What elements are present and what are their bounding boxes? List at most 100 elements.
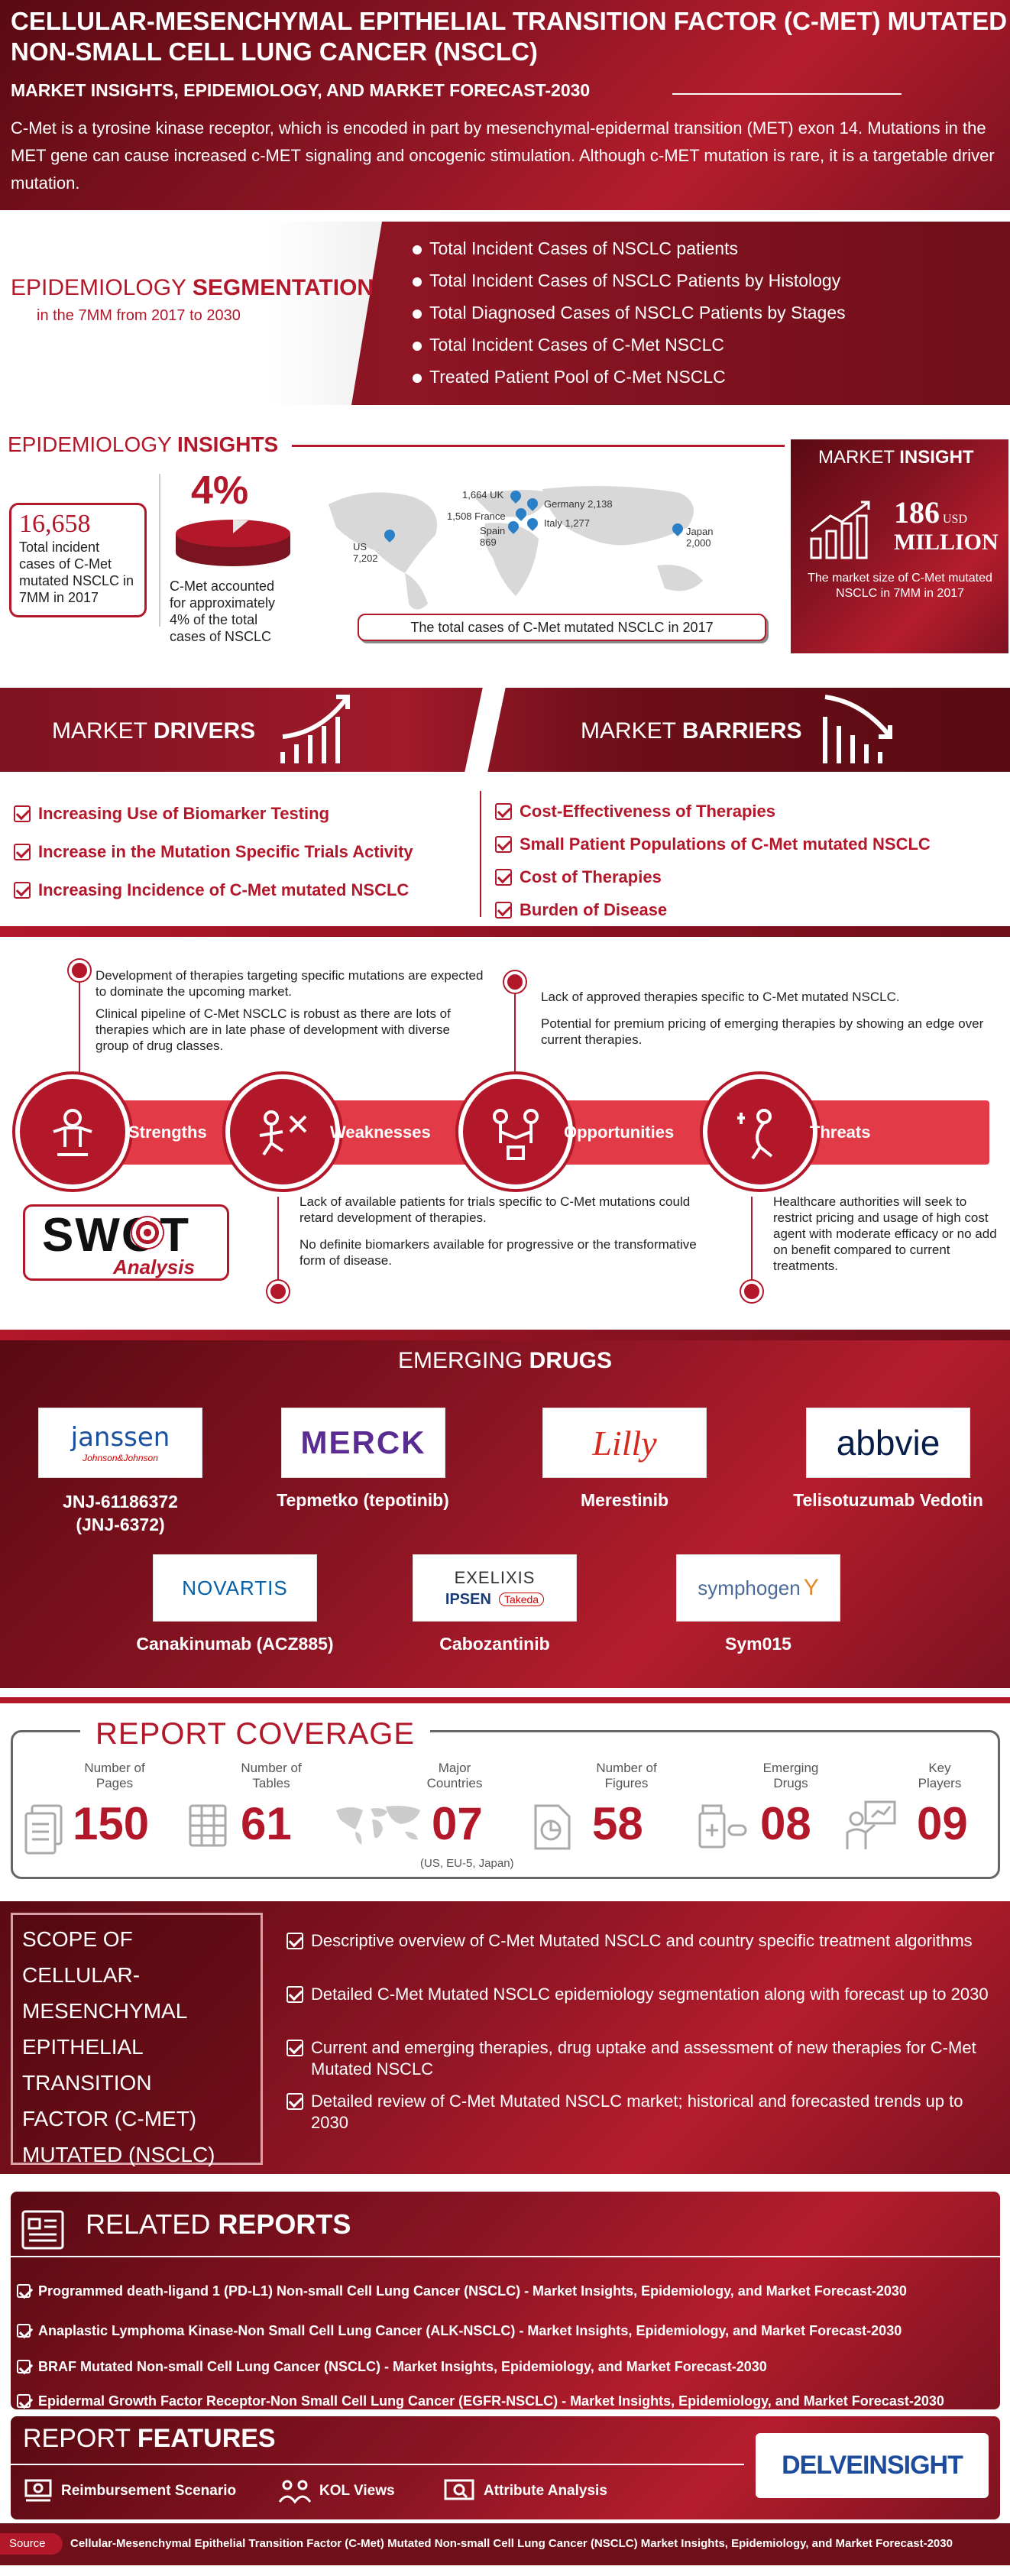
checkbox-icon bbox=[495, 901, 512, 919]
symphogen-logo: symphogen Y bbox=[676, 1554, 840, 1622]
related-report-link[interactable]: Anaplastic Lymphoma Kinase-Non Small Cel… bbox=[17, 2311, 999, 2351]
checkbox-icon bbox=[17, 2394, 31, 2408]
bullet-icon bbox=[413, 245, 422, 254]
bullet-icon bbox=[413, 309, 422, 319]
opportunities-circle bbox=[458, 1074, 573, 1189]
checkbox-icon bbox=[14, 882, 31, 899]
scope-list: Descriptive overview of C-Met Mutated NS… bbox=[286, 1930, 997, 2144]
segmentation-item: Total Incident Cases of NSCLC Patients b… bbox=[413, 271, 846, 303]
related-icon bbox=[20, 2208, 66, 2255]
delveinsight-logo[interactable]: DELVEINSIGHT bbox=[756, 2433, 989, 2498]
page-title: CELLULAR-MESENCHYMAL EPITHELIAL TRANSITI… bbox=[11, 6, 1007, 67]
checkbox-icon bbox=[14, 805, 31, 822]
page-subtitle: MARKET INSIGHTS, EPIDEMIOLOGY, AND MARKE… bbox=[11, 80, 591, 100]
target-icon bbox=[131, 1216, 164, 1249]
drug-name: JNJ-61186372 (JNJ-6372) bbox=[63, 1492, 178, 1534]
map-label-germany: Germany 2,138 bbox=[544, 498, 613, 510]
trend-down-icon bbox=[817, 691, 902, 771]
swot-line-weaknesses bbox=[277, 1197, 279, 1285]
coverage-item-countries: Major Countries 07 (US, EU-5, Japan) bbox=[332, 1761, 516, 1883]
chart-doc-icon bbox=[531, 1803, 574, 1855]
swot-badge-main: SWOT bbox=[42, 1209, 190, 1262]
percent-value: 4% bbox=[191, 468, 249, 513]
incidence-text: Total incident cases of C-Met mutated NS… bbox=[19, 540, 134, 605]
swot-dot-threats bbox=[741, 1281, 762, 1302]
threat-icon bbox=[737, 1109, 773, 1160]
insights-title-b: INSIGHTS bbox=[177, 433, 279, 456]
scope-item: Detailed review of C-Met Mutated NSCLC m… bbox=[286, 2091, 997, 2144]
title-line-1: CELLULAR-MESENCHYMAL EPITHELIAL TRANSITI… bbox=[11, 7, 1008, 35]
related-report-link[interactable]: Programmed death-ligand 1 (PD-L1) Non-sm… bbox=[17, 2271, 999, 2311]
janssen-logo: janssen Johnson&Johnson bbox=[38, 1408, 202, 1478]
drivers-barriers-header: MARKET DRIVERS MARKET BARRIERS bbox=[0, 688, 1010, 772]
reimbursement-icon bbox=[24, 2479, 52, 2502]
coverage-title: REPORT COVERAGE bbox=[80, 1717, 431, 1751]
checkbox-icon bbox=[495, 802, 512, 820]
coverage-item-drugs: Emerging Drugs 08 bbox=[695, 1761, 848, 1868]
feature-kol: KOL Views bbox=[278, 2477, 395, 2505]
merck-logo: MERCK bbox=[281, 1408, 445, 1478]
segmentation-title-a: EPIDEMIOLOGY bbox=[11, 275, 193, 300]
lists-divider bbox=[480, 791, 481, 917]
checkbox-icon bbox=[17, 2284, 31, 2298]
opportunities-text: Lack of approved therapies specific to C… bbox=[541, 990, 984, 1047]
threats-label: Threats bbox=[810, 1123, 871, 1142]
drivers-barriers-divider bbox=[465, 688, 506, 772]
related-title: RELATED REPORTS bbox=[86, 2208, 351, 2240]
features-title: REPORT FEATURES bbox=[23, 2424, 276, 2453]
segmentation-list: Total Incident Cases of NSCLC patients T… bbox=[413, 238, 846, 399]
feature-attribute: Attribute Analysis bbox=[442, 2477, 607, 2505]
swot-dot-weaknesses bbox=[267, 1281, 289, 1302]
percent-text: C-Met accounted for approximately 4% of … bbox=[170, 578, 276, 644]
barriers-list: Cost-Effectiveness of Therapies Small Pa… bbox=[495, 795, 1007, 926]
weaknesses-label: Weaknesses bbox=[330, 1123, 431, 1142]
novartis-logo: NOVARTIS bbox=[153, 1554, 317, 1622]
scope-title: SCOPE OF CELLULAR- MESENCHYMAL EPITHELIA… bbox=[22, 1927, 215, 2202]
opportunities-label: Opportunities bbox=[564, 1123, 675, 1142]
scope-item: Current and emerging therapies, drug upt… bbox=[286, 2037, 997, 2091]
section-rule bbox=[0, 1330, 1010, 1340]
checkbox-icon bbox=[17, 2324, 31, 2338]
related-report-link[interactable]: BRAF Mutated Non-small Cell Lung Cancer … bbox=[17, 2351, 999, 2383]
drug-name: Telisotuzumab Vedotin bbox=[793, 1490, 983, 1510]
insights-title-a: EPIDEMIOLOGY bbox=[8, 433, 177, 456]
growth-chart-icon bbox=[808, 501, 876, 565]
trend-up-icon bbox=[275, 691, 359, 771]
coverage-box bbox=[11, 1730, 1000, 1879]
strengths-label: Strengths bbox=[128, 1123, 207, 1142]
related-list: Programmed death-ligand 1 (PD-L1) Non-sm… bbox=[17, 2271, 999, 2409]
world-map-icon bbox=[332, 1803, 424, 1852]
medicine-icon bbox=[695, 1803, 749, 1855]
kol-icon bbox=[278, 2480, 312, 2504]
segmentation-title-b: SEGMENTATION bbox=[192, 275, 374, 300]
checkbox-icon bbox=[495, 835, 512, 853]
opportunity-icon bbox=[493, 1109, 539, 1160]
segmentation-subtitle: in the 7MM from 2017 to 2030 bbox=[37, 307, 241, 324]
intro-description: C-Met is a tyrosine kinase receptor, whi… bbox=[11, 118, 995, 193]
footer: Source Cellular-Mesenchymal Epithelial T… bbox=[0, 2523, 1010, 2565]
drugs-title: EMERGING DRUGS bbox=[397, 1348, 613, 1373]
segmentation-item: Total Incident Cases of C-Met NSCLC bbox=[413, 335, 846, 367]
swot-dot-opportunities bbox=[504, 971, 526, 993]
emerging-drugs-section: EMERGING DRUGS janssen Johnson&Johnson J… bbox=[0, 1340, 1010, 1688]
subtitle-divider bbox=[672, 93, 902, 95]
bullet-icon bbox=[413, 277, 422, 287]
swot-dot-strengths bbox=[69, 960, 90, 981]
abbvie-logo: abbvie bbox=[806, 1408, 970, 1478]
market-amount: 186 USD bbox=[894, 495, 968, 530]
header-section: CELLULAR-MESENCHYMAL EPITHELIAL TRANSITI… bbox=[0, 0, 1010, 210]
related-title-rule bbox=[11, 2256, 1000, 2257]
map-label-italy: Italy 1,277 bbox=[544, 517, 591, 529]
barrier-item: Small Patient Populations of C-Met mutat… bbox=[495, 828, 1007, 860]
insights-title: EPIDEMIOLOGY INSIGHTS bbox=[8, 433, 278, 457]
drug-name: Tepmetko (tepotinib) bbox=[277, 1490, 449, 1510]
market-insight-text: The market size of C-Met mutated NSCLC i… bbox=[808, 572, 992, 600]
strengths-text: Development of therapies targeting speci… bbox=[95, 968, 484, 1053]
checkbox-icon bbox=[286, 2040, 303, 2056]
insights-divider bbox=[159, 474, 160, 627]
title-line-2: NON-SMALL CELL LUNG CANCER (NSCLC) bbox=[11, 37, 538, 66]
related-report-link[interactable]: Epidermal Growth Factor Receptor-Non Sma… bbox=[17, 2383, 999, 2409]
strength-icon bbox=[53, 1109, 92, 1156]
segmentation-title: EPIDEMIOLOGY SEGMENTATION bbox=[11, 275, 374, 301]
